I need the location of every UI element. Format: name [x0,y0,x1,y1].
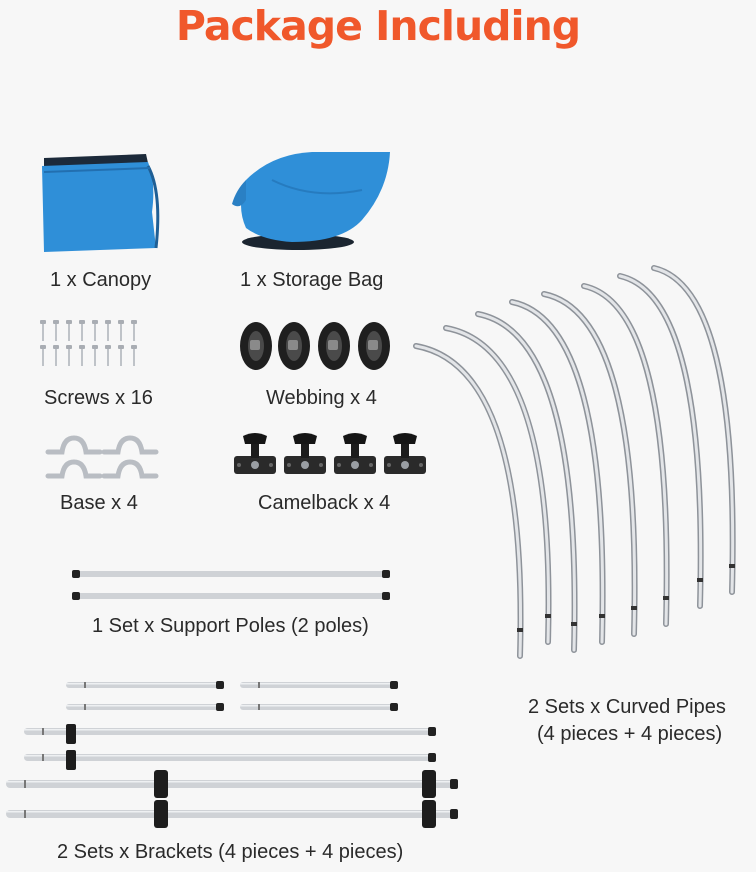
camelback-image [230,432,426,480]
brackets-image [4,672,464,832]
brackets-label: 2 Sets x Brackets (4 pieces + 4 pieces) [57,841,404,863]
camelback-label: Camelback x 4 [258,492,391,514]
webbing-image [236,320,396,372]
curved-pipes-label-line1: 2 Sets x Curved Pipes [528,696,726,718]
curved-pipes-label-line2: (4 pieces + 4 pieces) [537,723,723,745]
storage-bag-label: 1 x Storage Bag [240,269,384,291]
screws-label: Screws x 16 [44,387,153,409]
storage-bag-image [232,150,392,250]
support-poles-image [72,568,390,604]
curved-pipes-image [412,262,756,662]
canopy-label: 1 x Canopy [50,269,152,291]
canopy-image [38,152,164,254]
page-title: Package Including [175,2,581,50]
screws-image [38,320,142,368]
support-poles-label: 1 Set x Support Poles (2 poles) [92,615,369,637]
base-image [44,434,160,482]
webbing-label: Webbing x 4 [266,387,377,409]
base-label: Base x 4 [60,492,138,514]
